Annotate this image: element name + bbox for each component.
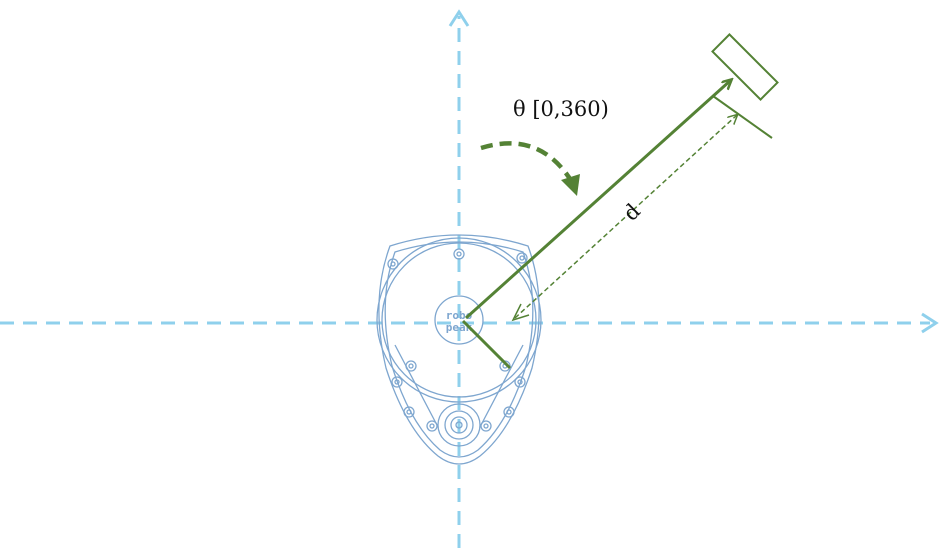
vertical-axis <box>448 9 470 548</box>
laser-beam <box>464 80 731 320</box>
sensor-pulley <box>437 403 481 447</box>
angle-arc-arrowhead-icon <box>561 174 580 196</box>
angle-label: θ [0,360) <box>513 97 609 121</box>
sensor-ring-inner <box>381 242 537 398</box>
distance-arrow-start-icon <box>511 303 530 322</box>
distance-dimension-arrow <box>514 115 737 319</box>
sensor-screws <box>387 248 528 432</box>
sensor-belt-left <box>394 344 439 428</box>
sensor-ring-outer <box>376 237 542 403</box>
sensor-belt-right <box>479 344 524 428</box>
lidar-sensor-icon <box>376 234 542 465</box>
sensor-logo: robo peak <box>446 309 473 334</box>
sensor-radius-line <box>461 319 512 370</box>
sensor-body-outline <box>378 234 540 465</box>
target-reflector-icon <box>711 33 779 101</box>
horizontal-axis-arrow-icon <box>921 312 939 334</box>
sensor-body-inner-outline <box>384 241 534 458</box>
angle-arc-arrow <box>480 141 574 184</box>
distance-extension-line <box>712 95 773 139</box>
sensor-hub <box>434 295 484 345</box>
logo-line-1: robo <box>446 309 473 322</box>
vertical-axis-arrow-icon <box>448 9 470 27</box>
